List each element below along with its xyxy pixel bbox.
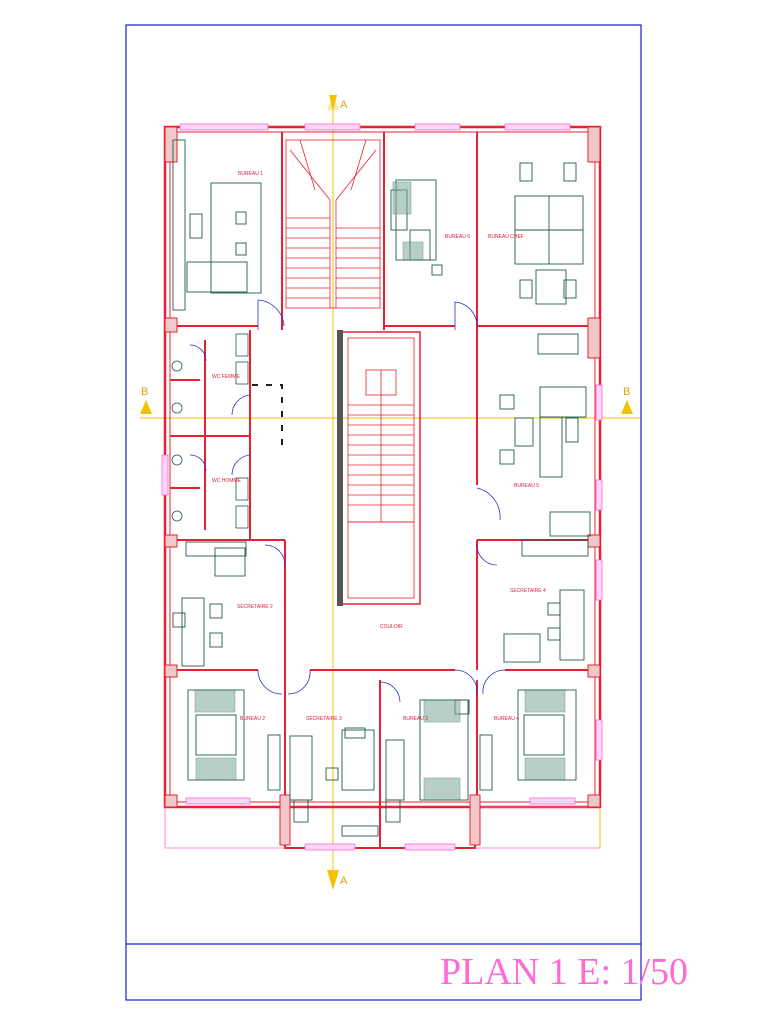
section-marker-b-right: B: [621, 386, 633, 414]
exterior-wall-inner: [169, 131, 596, 803]
staircase-central: [341, 331, 421, 605]
room-label-wc-femme: WC FEMME: [212, 374, 240, 380]
room-label-couloir: COULOIR: [380, 624, 403, 630]
corridor-dashed-outline: [252, 384, 283, 450]
balcony-outline: [164, 806, 601, 849]
section-marker-a-top: A: [327, 95, 348, 111]
room-label-bureau-1: BUREAU 1: [238, 171, 263, 177]
section-marker-a-bottom: A: [327, 870, 348, 890]
room-label-secretaire-2: SECRETAIRE 2: [237, 604, 273, 610]
windows: [161, 123, 603, 851]
doors: [189, 299, 506, 703]
section-label-a-top: A: [340, 99, 348, 111]
plan-title: PLAN 1 E: 1/50: [440, 951, 689, 993]
wc-fixtures: [171, 333, 249, 529]
stair-shaft-shadow: [337, 330, 343, 606]
section-label-a-bottom: A: [340, 875, 348, 887]
room-label-bureau-chef: BUREAU CHEF: [488, 234, 524, 240]
room-label-wc-homme: WC HOMME: [212, 478, 242, 484]
furniture-hatched-desks: [194, 181, 566, 801]
room-label-bureau-6: BUREAU 6: [445, 234, 470, 240]
room-label-secretaire-4: SECRETAIRE 4: [510, 588, 546, 594]
room-label-bureau-4: BUREAU 4: [494, 716, 519, 722]
room-label-bureau-2: BUREAU 2: [240, 716, 265, 722]
room-label-bureau-5: BUREAU 5: [514, 483, 539, 489]
section-label-b-right: B: [623, 386, 630, 398]
section-label-b-left: B: [141, 386, 148, 398]
interior-walls: [170, 132, 595, 848]
staircase-top: [285, 139, 381, 309]
columns: [164, 126, 601, 846]
room-label-bureau-3: BUREAU 3: [403, 716, 428, 722]
room-labels: BUREAU 1 BUREAU 6 BUREAU CHEF WC FEMME W…: [212, 171, 546, 722]
section-marker-b-left: B: [140, 386, 152, 414]
wc-partitions: [170, 379, 200, 489]
room-label-secretaire-3: SECRETAIRE 3: [306, 716, 342, 722]
sheet-border: [125, 24, 642, 1001]
